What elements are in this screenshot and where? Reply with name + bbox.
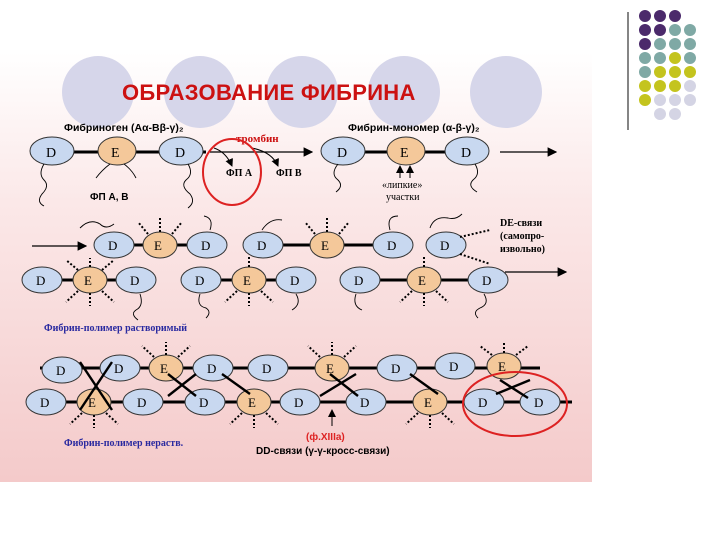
svg-text:E: E [154, 238, 162, 253]
insoluble-label: Фибрин-полимер нераств. [64, 438, 184, 449]
fpa-label: ФП А [226, 168, 253, 179]
svg-text:D: D [137, 395, 146, 410]
de-label-2: (самопро- [500, 231, 544, 242]
thrombin-label: тромбин [236, 133, 279, 145]
svg-text:D: D [354, 273, 363, 288]
svg-text:D: D [175, 146, 185, 161]
svg-text:D: D [201, 238, 210, 253]
decor-circles [62, 56, 542, 128]
svg-text:D: D [391, 361, 400, 376]
svg-text:E: E [243, 273, 251, 288]
slide-title: ОБРАЗОВАНИЕ ФИБРИНА [122, 80, 416, 105]
svg-text:E: E [498, 359, 506, 374]
svg-text:D: D [257, 238, 266, 253]
arrow-fpb [251, 147, 279, 167]
fpb-label: ФП В [276, 168, 302, 179]
svg-text:D: D [387, 238, 396, 253]
domain-d [29, 136, 75, 166]
svg-text:D: D [337, 146, 347, 161]
svg-text:D: D [440, 238, 449, 253]
svg-text:D: D [108, 238, 117, 253]
dd-label: DD-связи (γ-γ-кросс-связи) [256, 446, 390, 457]
svg-text:D: D [482, 273, 491, 288]
soluble-label: Фибрин-полимер растворимый [44, 323, 187, 334]
svg-text:E: E [248, 395, 256, 410]
svg-text:E: E [400, 146, 409, 161]
svg-text:D: D [40, 395, 49, 410]
red-highlight-circle [202, 138, 262, 206]
svg-text:D: D [294, 395, 303, 410]
domain-e [97, 136, 137, 166]
svg-text:D: D [360, 395, 369, 410]
fibrinogen-molecule: D E D [29, 136, 206, 209]
svg-text:E: E [84, 273, 92, 288]
dd-crosslinks [79, 361, 531, 411]
svg-text:D: D [199, 395, 208, 410]
svg-text:D: D [207, 361, 216, 376]
svg-text:E: E [88, 395, 96, 410]
fibrin-monomer: D E D [320, 136, 490, 193]
svg-text:E: E [160, 361, 168, 376]
svg-text:D: D [449, 359, 458, 374]
svg-text:D: D [36, 273, 45, 288]
soluble-polymer-lower-row: D E D D E D D E D [21, 256, 509, 321]
decor-dot-grid [627, 10, 696, 130]
svg-text:D: D [534, 395, 543, 410]
svg-text:D: D [195, 273, 204, 288]
svg-text:E: E [321, 238, 329, 253]
svg-text:D: D [56, 363, 65, 378]
svg-text:E: E [424, 395, 432, 410]
sticky-label-1: «липкие» [382, 180, 422, 191]
sticky-label-2: участки [386, 192, 420, 203]
de-label-1: DE-связи [500, 218, 542, 229]
factor-label: (ф.XIIIa) [306, 431, 345, 443]
svg-text:D: D [478, 395, 487, 410]
red-highlight-circle-dd [462, 371, 568, 437]
svg-text:E: E [111, 146, 120, 161]
monomer-label: Фибрин-мономер (α-β-γ)₂ [348, 122, 480, 134]
svg-text:D: D [290, 273, 299, 288]
domain-d [158, 136, 204, 166]
svg-text:D: D [114, 361, 123, 376]
de-label-3: извольно) [500, 244, 545, 255]
insoluble-polymer-upper-row: D D E D D E D D E [40, 342, 540, 384]
fibrinogen-label: Фибриноген (Aα-Bβ-γ)₂ [64, 122, 184, 134]
svg-text:D: D [46, 146, 56, 161]
svg-text:E: E [326, 361, 334, 376]
svg-text:D: D [461, 146, 471, 161]
fpab-label: ФП А, В [90, 192, 129, 203]
svg-text:D: D [130, 273, 139, 288]
soluble-polymer-upper-row: D E D D E D D [79, 213, 491, 265]
arrow-fpa [213, 147, 233, 167]
svg-text:E: E [418, 273, 426, 288]
svg-text:D: D [262, 361, 271, 376]
